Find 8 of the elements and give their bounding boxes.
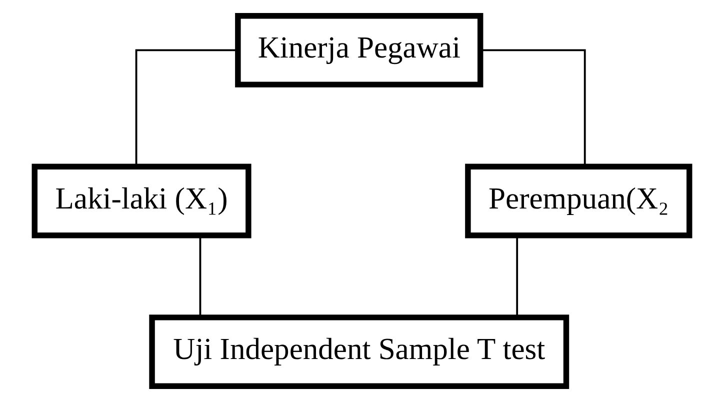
node-box: Kinerja Pegawai <box>234 12 483 88</box>
connector <box>198 236 201 318</box>
connector <box>134 49 237 166</box>
node-box: Perempuan(X₂ <box>464 164 692 238</box>
node-box: Laki-laki (X₁) <box>31 164 251 238</box>
connector <box>480 49 586 166</box>
connector <box>516 236 518 318</box>
node-box: Uji Independent Sample T test <box>148 314 569 390</box>
